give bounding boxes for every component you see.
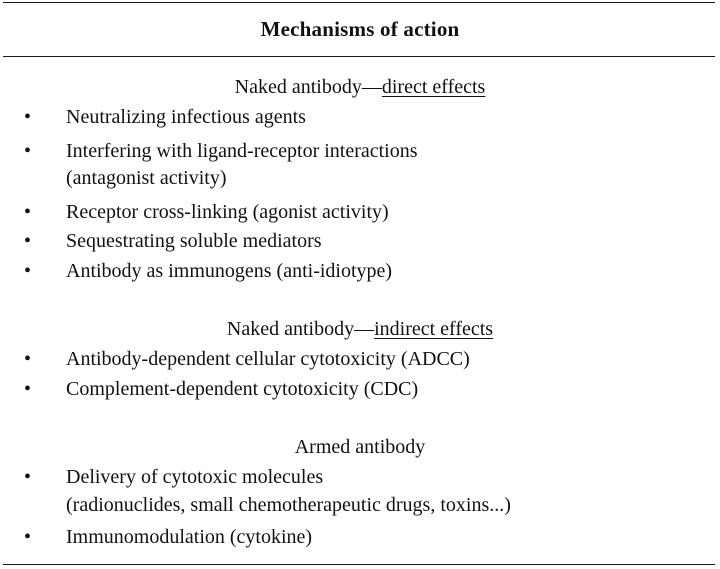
section-heading-direct: Naked antibody—direct effects — [0, 74, 720, 100]
bullet: • — [24, 260, 32, 282]
bullet: • — [24, 106, 32, 128]
bullet: • — [24, 230, 32, 252]
section-heading-underlined: direct effects — [381, 76, 486, 98]
section-heading-indirect: Naked antibody—indirect effects — [0, 316, 720, 342]
list-item-continuation: (antagonist activity) — [66, 167, 227, 189]
section-heading-prefix: Armed antibody — [294, 436, 426, 458]
bullet: • — [24, 140, 32, 162]
list-item: Delivery of cytotoxic molecules — [66, 466, 324, 488]
list-item: Antibody-dependent cellular cytotoxicity… — [66, 348, 470, 370]
section-heading-prefix: Naked antibody— — [226, 318, 375, 340]
bullet: • — [24, 526, 32, 548]
section-heading-prefix: Naked antibody— — [234, 76, 382, 98]
list-item-continuation: (radionuclides, small chemotherapeutic d… — [66, 494, 511, 516]
list-item: Antibody as immunogens (anti-idiotype) — [66, 260, 393, 282]
section-heading-underlined: indirect effects — [374, 318, 494, 340]
list-item: Sequestrating soluble mediators — [66, 230, 322, 252]
bullet: • — [24, 378, 32, 400]
list-item: Interfering with ligand-receptor interac… — [66, 140, 418, 162]
bottom-rule — [3, 564, 715, 565]
list-item: Neutralizing infectious agents — [66, 106, 306, 128]
top-rule — [3, 2, 715, 3]
header-rule — [3, 56, 715, 57]
bullet: • — [24, 348, 32, 370]
list-item: Receptor cross-linking (agonist activity… — [66, 201, 389, 223]
table-title: Mechanisms of action — [260, 17, 460, 41]
list-item: Immunomodulation (cytokine) — [66, 526, 313, 548]
bullet: • — [24, 466, 32, 488]
list-item: Complement-dependent cytotoxicity (CDC) — [66, 378, 419, 400]
bullet: • — [24, 201, 32, 223]
section-heading-armed: Armed antibody — [0, 434, 720, 460]
